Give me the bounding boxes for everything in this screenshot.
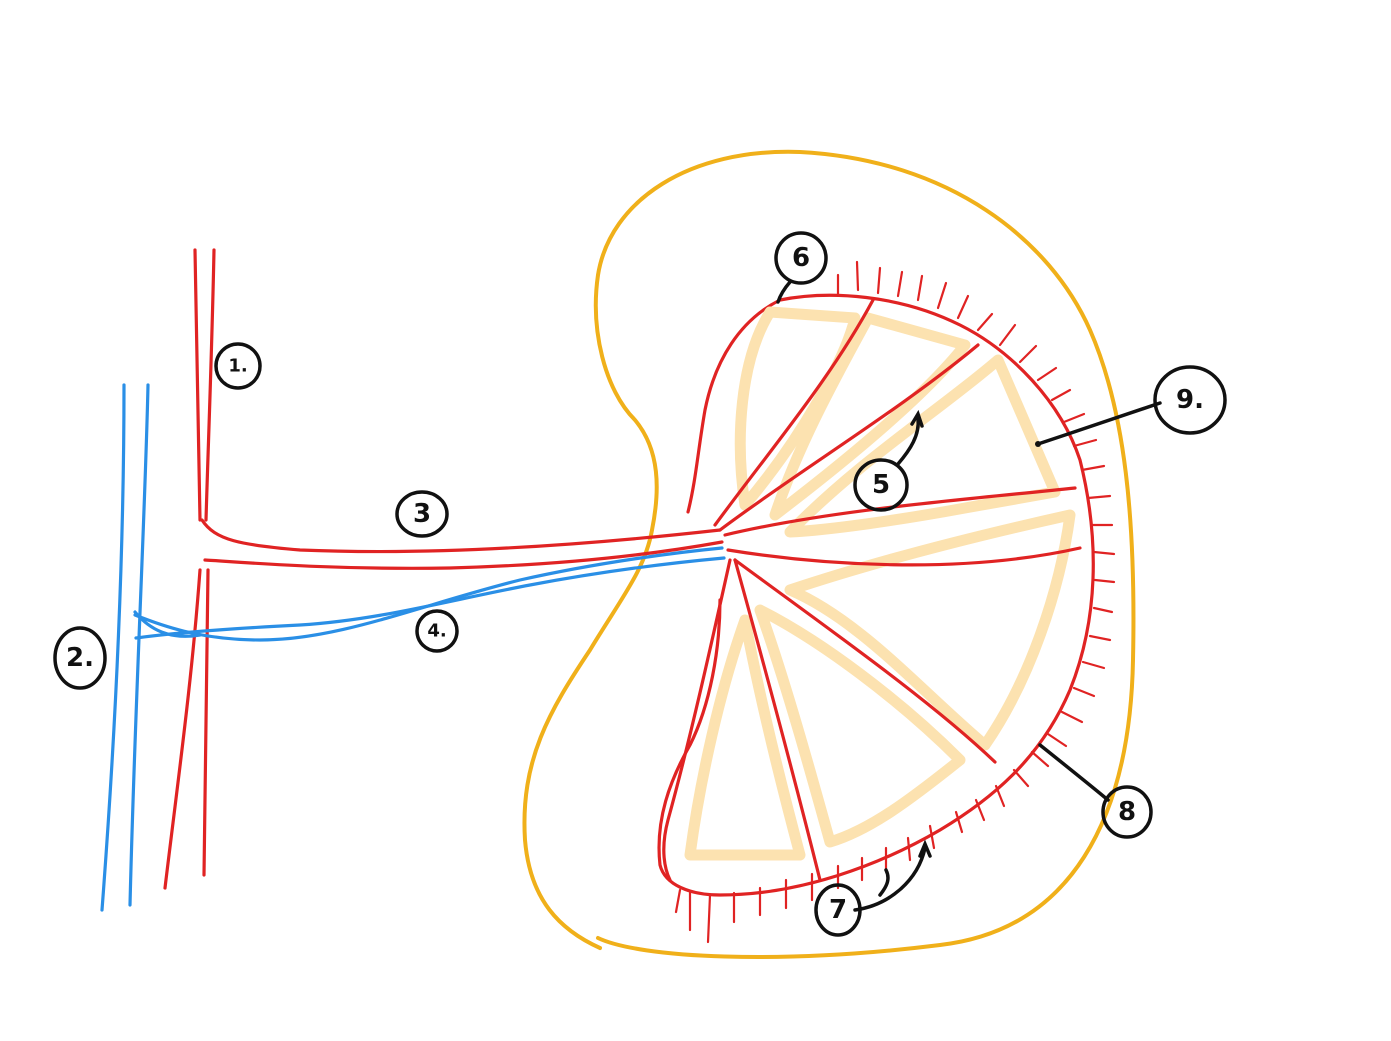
svg-text:8: 8: [1118, 797, 1136, 827]
leader-line-9: [1036, 401, 1162, 446]
label-8: 8: [1101, 785, 1153, 839]
pyramid-6: [684, 614, 806, 861]
svg-text:2.: 2.: [66, 643, 94, 673]
leader-line-8: [1038, 743, 1110, 802]
interlobar-arteries: [662, 298, 1082, 882]
leader-line-6: [776, 280, 792, 304]
label-4: 4.: [415, 609, 459, 653]
cortical-radiate-arteries: [674, 260, 1116, 944]
interlobar-artery-b: [718, 343, 980, 532]
interlobar-artery-f: [733, 558, 822, 882]
leader-arrow-7: [918, 839, 932, 858]
svg-text:4.: 4.: [427, 621, 446, 642]
inferior-vena-cava: [100, 383, 150, 912]
aorta: [163, 248, 216, 890]
svg-text:1.: 1.: [228, 356, 247, 377]
leader-dot-9: [1035, 441, 1041, 447]
cortex-upper-left-edge: [686, 298, 782, 514]
svg-text:7: 7: [829, 895, 847, 925]
svg-text:5: 5: [872, 470, 890, 500]
pyramid-3: [784, 354, 1061, 538]
kidney-capsule: [522, 149, 1136, 959]
leader-line-5: [896, 416, 920, 466]
label-2: 2.: [53, 626, 107, 690]
leader-line-7: [853, 846, 927, 912]
label-5: 5: [853, 458, 909, 512]
label-1: 1.: [214, 342, 262, 390]
interlobar-artery-a: [713, 298, 875, 527]
interlobar-artery-d: [726, 546, 1082, 567]
label-9: 9.: [1153, 365, 1227, 435]
pyramid-5: [754, 604, 966, 848]
svg-text:6: 6: [792, 243, 810, 273]
label-7: 7: [814, 883, 862, 937]
label-3: 3: [395, 490, 449, 538]
renal-artery: [200, 518, 724, 570]
svg-text:9.: 9.: [1176, 385, 1204, 415]
svg-text:3: 3: [413, 499, 431, 529]
pyramid-4: [784, 509, 1076, 751]
cortex-arcuate-border: [657, 293, 1095, 897]
leader-arrow-5: [910, 409, 924, 428]
label-6: 6: [774, 231, 828, 285]
renal-vein: [133, 546, 726, 642]
leader-hook-7: [878, 868, 890, 897]
interlobar-artery-g: [662, 558, 732, 882]
interlobar-artery-e: [733, 558, 997, 764]
